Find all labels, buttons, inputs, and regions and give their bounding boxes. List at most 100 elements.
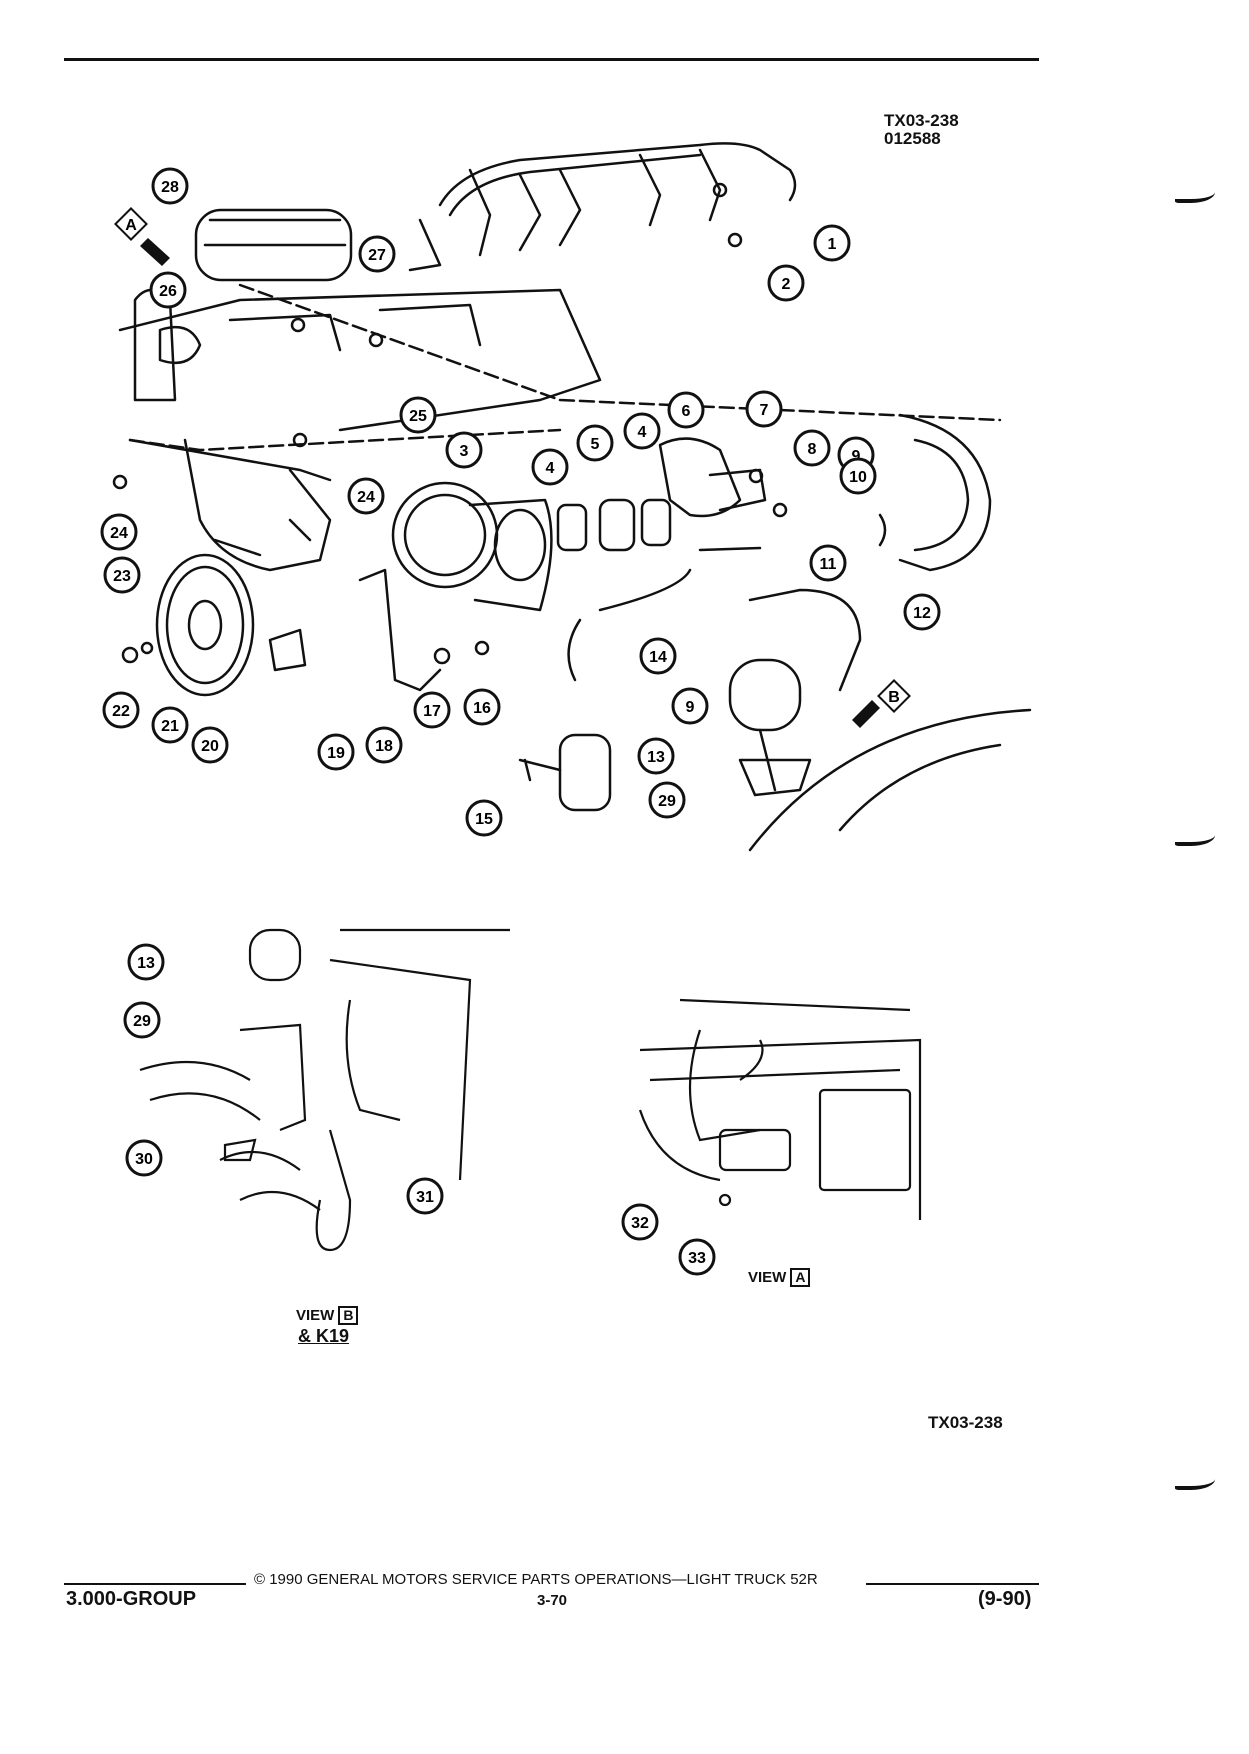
view-a-marker: A — [114, 207, 170, 266]
callout-number: 27 — [368, 247, 386, 264]
callout-10: 10 — [839, 457, 877, 495]
callout-15: 15 — [465, 799, 503, 837]
callout-28: 28 — [151, 167, 189, 205]
callout-13: 13 — [127, 943, 165, 981]
view-b-subtitle: & K19 — [298, 1326, 350, 1346]
footer-page-number: 3-70 — [537, 1592, 568, 1609]
callout-number: 11 — [820, 556, 837, 573]
view-b-word: VIEW — [296, 1307, 335, 1324]
callout-number: 32 — [631, 1215, 649, 1232]
callout-22: 22 — [102, 691, 140, 729]
callout-number: 5 — [591, 436, 600, 453]
callout-number: 6 — [682, 403, 691, 420]
callout-5: 5 — [576, 424, 614, 462]
callout-20: 20 — [191, 726, 229, 764]
callout-32: 32 — [621, 1203, 659, 1241]
svg-text:B: B — [888, 689, 900, 706]
callout-23: 23 — [103, 556, 141, 594]
callout-number: 21 — [161, 718, 179, 735]
callout-18: 18 — [365, 726, 403, 764]
callout-number: 19 — [327, 745, 345, 762]
callout-19: 19 — [317, 733, 355, 771]
callout-number: 15 — [475, 811, 493, 828]
callout-number: 31 — [416, 1189, 434, 1206]
footer-group: 3.000-GROUP — [66, 1588, 197, 1610]
callout-1: 1 — [813, 224, 851, 262]
callout-number: 1 — [828, 236, 837, 253]
callout-24: 24 — [347, 477, 385, 515]
callout-13: 13 — [637, 737, 675, 775]
callout-33: 33 — [678, 1238, 716, 1276]
callout-number: 9 — [852, 448, 861, 465]
view-a-word: VIEW — [748, 1269, 787, 1286]
callout-number: 20 — [201, 738, 219, 755]
callout-16: 16 — [463, 688, 501, 726]
callout-12: 12 — [903, 593, 941, 631]
callout-number: 25 — [409, 408, 427, 425]
callout-14: 14 — [639, 637, 677, 675]
callout-9: 9 — [671, 687, 709, 725]
callout-31: 31 — [406, 1177, 444, 1215]
binder-hole-mark — [1175, 828, 1215, 846]
binder-hole-mark — [1175, 185, 1215, 203]
callout-7: 7 — [745, 390, 783, 428]
callout-number: 2 — [782, 276, 791, 293]
callout-number: 28 — [161, 179, 179, 196]
callout-6: 6 — [667, 391, 705, 429]
callout-29: 29 — [123, 1001, 161, 1039]
engine-line-art — [112, 142, 1032, 852]
callout-number: 23 — [113, 568, 131, 585]
callout-3: 3 — [445, 431, 483, 469]
top-rule — [64, 58, 1039, 61]
callout-number: 3 — [460, 443, 469, 460]
callout-21: 21 — [151, 706, 189, 744]
callout-17: 17 — [413, 691, 451, 729]
callout-number: 8 — [808, 441, 817, 458]
binder-hole-mark — [1175, 1472, 1215, 1490]
callout-number: 24 — [357, 489, 375, 506]
callout-number: 13 — [647, 749, 665, 766]
footer-rule-left — [64, 1583, 246, 1585]
callout-number: 7 — [760, 402, 769, 419]
callout-number: 4 — [546, 460, 555, 477]
callout-30: 30 — [125, 1139, 163, 1177]
callout-26: 26 — [149, 271, 187, 309]
figure-id-date: 012588 — [884, 129, 941, 148]
view-b-sketch — [139, 928, 510, 1252]
callout-27: 27 — [358, 235, 396, 273]
callout-4: 4 — [623, 412, 661, 450]
svg-text:A: A — [125, 217, 137, 234]
callout-4: 4 — [531, 448, 569, 486]
callout-number: 29 — [658, 793, 676, 810]
callout-number: 10 — [849, 469, 867, 486]
callout-number: 17 — [423, 703, 441, 720]
figure-id: TX03-238 012588 — [884, 112, 959, 148]
footer-rule-right — [866, 1583, 1039, 1585]
callout-number: 26 — [159, 283, 177, 300]
callout-number: 13 — [137, 955, 155, 972]
callout-number: 16 — [473, 700, 491, 717]
callout-number: 29 — [133, 1013, 151, 1030]
callout-29: 29 — [648, 781, 686, 819]
view-a-letter: A — [790, 1268, 811, 1287]
callout-8: 8 — [793, 429, 831, 467]
callout-number: 22 — [112, 703, 130, 720]
callout-number: 4 — [638, 424, 647, 441]
view-b-letter: B — [338, 1306, 359, 1325]
callout-number: 18 — [375, 738, 393, 755]
callout-11: 11 — [809, 544, 847, 582]
callout-number: 12 — [913, 605, 931, 622]
callout-number: 30 — [135, 1151, 153, 1168]
footer-date: (9-90) — [978, 1588, 1032, 1610]
figure-id-bottom: TX03-238 — [928, 1413, 1003, 1432]
callout-number: 24 — [110, 525, 128, 542]
callout-24: 24 — [100, 513, 138, 551]
callout-2: 2 — [767, 264, 805, 302]
view-a-sketch — [638, 998, 922, 1220]
figure-id-code: TX03-238 — [884, 111, 959, 130]
callout-number: 9 — [686, 699, 695, 716]
